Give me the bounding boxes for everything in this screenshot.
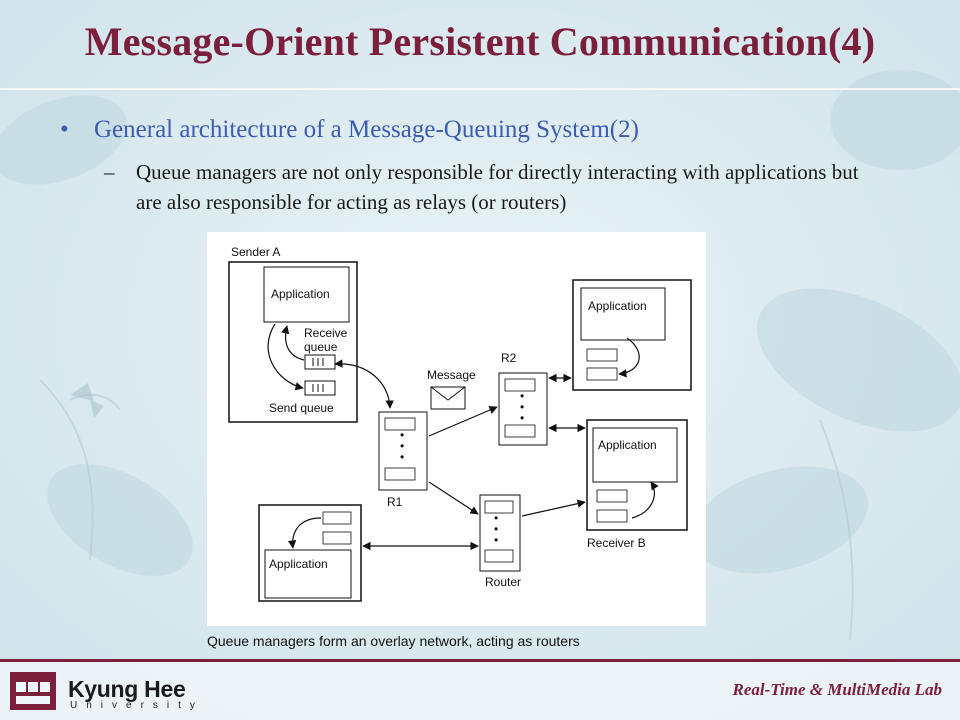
r2-dot-3: • <box>520 411 524 425</box>
router-label: Router <box>485 575 521 589</box>
router-dot-2: • <box>494 522 498 536</box>
r2-label: R2 <box>501 351 517 365</box>
router-dot-1: • <box>494 511 498 525</box>
r2-dot-2: • <box>520 400 524 414</box>
sender-receive-queue <box>304 354 336 370</box>
r1-dot-2: • <box>400 439 404 453</box>
sub-bullet-marker: – <box>104 160 115 184</box>
router-queue-manager <box>479 494 521 572</box>
bottom-left-queues <box>322 511 352 545</box>
router-to-receiver-arrow <box>521 499 586 517</box>
receive-queue-label-line1: Receive <box>304 326 348 340</box>
sender-label: Sender A <box>231 245 280 259</box>
message-label: Message <box>427 368 476 382</box>
r1-queue-manager <box>378 411 428 491</box>
r1-label: R1 <box>387 495 403 509</box>
r1-to-r2-arrow <box>428 406 498 437</box>
receive-queue-to-app-arrow <box>281 325 305 361</box>
r1-to-router-arrow <box>428 481 479 515</box>
r1-dot-1: • <box>400 428 404 442</box>
sender-application-label: Application <box>271 287 330 301</box>
logo-name: Kyung Hee <box>68 676 186 702</box>
university-crest-icon <box>10 672 56 710</box>
figure-caption: Queue managers form an overlay network, … <box>207 633 580 649</box>
receive-queue-label-line2: queue <box>304 340 338 354</box>
bullet-marker: • <box>60 116 69 143</box>
bullet-text: General architecture of a Message-Queuin… <box>94 116 639 143</box>
title-divider <box>0 88 960 90</box>
receiver-queues <box>596 489 628 523</box>
r2-dot-1: • <box>520 389 524 403</box>
app-to-send-queue-arrow <box>267 323 304 391</box>
top-right-queue-arrow <box>618 337 640 378</box>
envelope-icon <box>430 386 466 410</box>
bottom-left-application-label: Application <box>269 557 328 571</box>
sender-r1-link <box>334 359 394 409</box>
send-queue-label: Send queue <box>269 401 334 415</box>
main-bullet: • General architecture of a Message-Queui… <box>60 116 639 144</box>
bottom-left-queue-arrow <box>287 517 322 549</box>
university-logo: Kyung Hee University <box>8 670 195 712</box>
receiver-label: Receiver B <box>587 536 646 550</box>
top-right-application-box <box>580 287 666 341</box>
sub-bullet-text: Queue managers are not only responsible … <box>136 160 859 214</box>
footer-divider <box>0 659 960 662</box>
receiver-application-label: Application <box>598 438 657 452</box>
footer: Kyung Hee University Real-Time & MultiMe… <box>0 662 960 720</box>
r2-queue-manager <box>498 372 548 446</box>
top-right-queues <box>586 348 618 381</box>
bottom-left-application-box <box>264 549 352 599</box>
logo-subtitle: University <box>70 700 204 711</box>
r1-dot-3: • <box>400 450 404 464</box>
receiver-queue-arrow <box>631 481 659 519</box>
top-right-application-label: Application <box>588 299 647 313</box>
sender-send-queue <box>304 380 336 396</box>
receiver-application-box <box>592 427 678 483</box>
lab-name: Real-Time & MultiMedia Lab <box>732 680 943 699</box>
queuing-system-diagram: Sender A Application Receive queue Send … <box>207 232 706 626</box>
sub-bullet: – Queue managers are not only responsibl… <box>104 157 864 217</box>
router-dot-3: • <box>494 533 498 547</box>
sender-application-box <box>263 266 350 323</box>
slide-title: Message-Orient Persistent Communication(… <box>84 19 876 64</box>
